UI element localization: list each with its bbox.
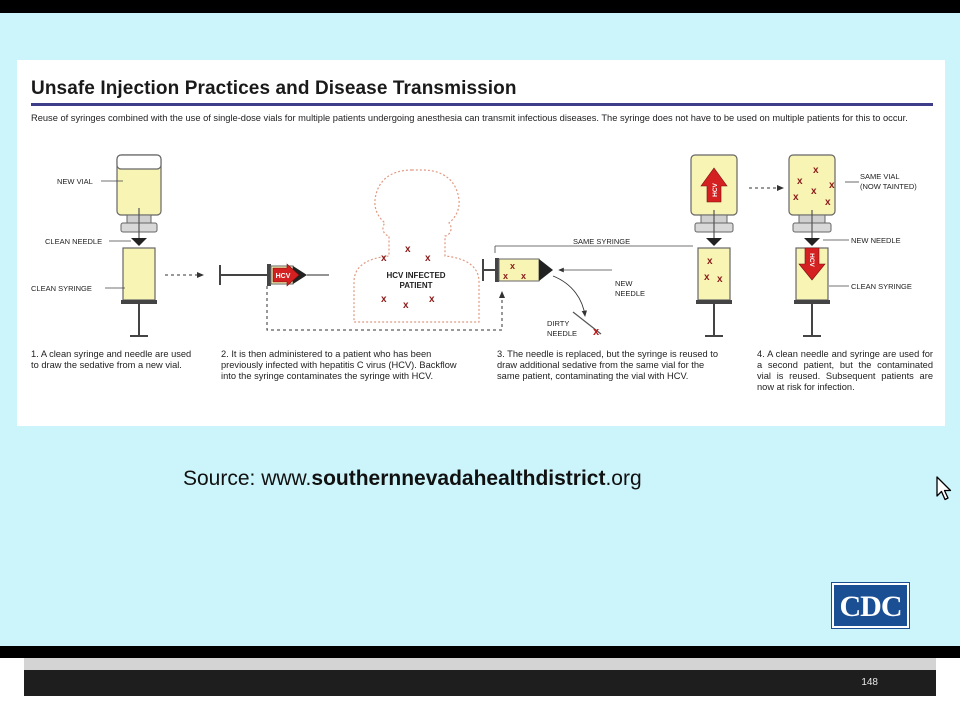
diagram-title: Unsafe Injection Practices and Disease T…	[31, 78, 517, 99]
label-new-needle: NEW NEEDLE	[851, 236, 901, 245]
step-2-caption: 2. It is then administered to a patient …	[221, 349, 457, 381]
label-dirty-needle-line1: DIRTY	[547, 319, 569, 328]
step3-right-syringe-icon	[696, 247, 732, 337]
svg-text:x: x	[793, 192, 799, 203]
source-citation: Source: www.southernnevadahealthdistrict…	[183, 467, 642, 491]
footer-bar: 148	[24, 670, 936, 696]
label-same-syringe: SAME SYRINGE	[573, 237, 630, 246]
label-clean-needle: CLEAN NEEDLE	[45, 237, 102, 246]
label-dirty-needle-line2: NEEDLE	[547, 329, 577, 338]
svg-text:x: x	[403, 300, 409, 311]
page-number: 148	[861, 677, 878, 688]
step-3-caption: 3. The needle is replaced, but the syrin…	[497, 349, 719, 381]
svg-text:x: x	[503, 271, 508, 281]
source-suffix: .org	[605, 467, 642, 490]
diagram-intro: Reuse of syringes combined with the use …	[31, 113, 908, 123]
top-black-bar	[0, 0, 960, 13]
cdc-logo: CDC	[831, 582, 910, 629]
label-same-vial-line2: (NOW TAINTED)	[860, 182, 917, 191]
dirty-needle-arrow	[552, 275, 588, 317]
label-new-vial: NEW VIAL	[57, 177, 93, 186]
svg-text:x: x	[405, 244, 411, 255]
svg-text:x: x	[381, 253, 387, 264]
svg-text:x: x	[717, 274, 723, 285]
bottom-black-bar	[0, 646, 960, 658]
label-new-needle-line1: NEW	[615, 279, 633, 288]
svg-text:x: x	[825, 197, 831, 208]
patient-label-line2: PATIENT	[399, 281, 432, 290]
svg-text:x: x	[704, 272, 710, 283]
svg-text:x: x	[829, 180, 835, 191]
svg-text:x: x	[707, 256, 713, 267]
hcv-tag-step4: HCV	[808, 253, 815, 267]
svg-text:x: x	[381, 294, 387, 305]
hcv-tag-step3: HCV	[712, 182, 719, 196]
svg-text:x: x	[429, 294, 435, 305]
label-clean-syringe: CLEAN SYRINGE	[31, 284, 92, 293]
cursor-icon	[936, 476, 952, 501]
footer-gray-strip	[24, 658, 936, 670]
hcv-arrow-icon: HCV	[272, 263, 300, 287]
patient-silhouette-icon	[353, 169, 480, 323]
source-domain: southernnevadahealthdistrict	[311, 467, 606, 490]
source-prefix: Source: www.	[183, 467, 312, 490]
patient-contamination-marks: x x x x x x	[381, 244, 435, 311]
svg-text:x: x	[425, 253, 431, 264]
svg-text:x: x	[521, 271, 526, 281]
step-4-caption: 4. A clean needle and syringe are used f…	[757, 349, 933, 392]
step1-vial-icon	[116, 154, 162, 233]
svg-text:x: x	[510, 261, 515, 271]
step1-syringe-icon	[121, 247, 157, 337]
dirty-needle	[572, 311, 602, 335]
title-rule	[31, 103, 933, 106]
arrow-step2-to-step3	[266, 286, 505, 331]
svg-text:x: x	[797, 176, 803, 187]
cdc-logo-text: CDC	[839, 590, 903, 623]
label-new-needle-line2: NEEDLE	[615, 289, 645, 298]
hcv-arrow-icon: HCV	[700, 167, 728, 203]
hcv-arrow-icon: HCV	[798, 247, 826, 281]
step3-syringe-icon	[482, 258, 553, 282]
step-1-caption: 1. A clean syringe and needle are used t…	[31, 349, 192, 370]
step1-needle-hub	[131, 238, 147, 246]
label-same-vial-line1: SAME VIAL	[860, 172, 900, 181]
patient-label-line1: HCV INFECTED	[386, 271, 445, 280]
dirty-needle-x: x	[593, 326, 600, 338]
hcv-tag-step2: HCV	[276, 273, 291, 280]
svg-text:x: x	[811, 186, 817, 197]
label-clean-syringe-right: CLEAN SYRINGE	[851, 282, 912, 291]
svg-text:x: x	[813, 165, 819, 176]
